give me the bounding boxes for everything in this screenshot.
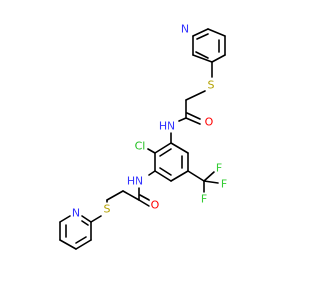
bond (81, 220, 89, 226)
atom-label-background (165, 119, 177, 133)
atom-label-background (125, 174, 137, 188)
atom-symbol: N (135, 175, 143, 188)
atom-label-N_amide2: N (133, 174, 145, 188)
atom-label-F2: F (219, 177, 229, 191)
atom-label-background (133, 139, 147, 153)
atom-label-background (157, 119, 169, 133)
atom-symbol: O (205, 116, 214, 129)
atom-symbol: O (151, 199, 160, 212)
atom-symbol: H (127, 175, 135, 188)
atom-label-background (214, 161, 224, 175)
atom-symbol: Cl (135, 140, 146, 153)
atom-label-O1: O (203, 115, 215, 129)
atom-label-S1: S (206, 78, 216, 92)
atom-label-background (133, 174, 145, 188)
bond (139, 194, 152, 202)
atom-symbol: N (72, 207, 80, 220)
atom-labels: N S O N H Cl N H F F F O (70, 22, 229, 220)
atom-label-background (149, 198, 161, 212)
atom-symbol: S (208, 79, 215, 92)
atom-symbol: S (104, 203, 111, 216)
bond (186, 112, 201, 120)
bond (148, 170, 156, 176)
bond (75, 236, 87, 244)
atom-label-background (70, 206, 82, 220)
bond (192, 54, 213, 63)
atom-label-O2: O (149, 198, 161, 212)
bond (106, 190, 124, 201)
bond (147, 148, 156, 154)
atom-label-background (102, 202, 112, 216)
chemical-structure: N S O N H Cl N H F F F O (59, 22, 229, 250)
bond (207, 28, 226, 37)
atom-symbol: F (216, 162, 222, 175)
bond (59, 239, 77, 250)
bond (81, 215, 92, 223)
atom-label-background (199, 192, 209, 206)
bond (122, 190, 140, 201)
bond (192, 28, 209, 37)
atom-symbol: F (221, 178, 227, 191)
atom-label-background (219, 177, 229, 191)
bond (154, 142, 172, 154)
bond (170, 170, 189, 182)
atom-label-S2: S (102, 202, 112, 216)
bond (185, 90, 206, 101)
bond (185, 117, 201, 125)
bond (170, 142, 189, 154)
atom-symbol: N (181, 23, 189, 36)
bond (211, 54, 226, 63)
bonds (59, 28, 226, 250)
bond (203, 180, 219, 184)
atom-label-N_pyr1: N (179, 22, 191, 36)
atom-symbol: F (201, 193, 207, 206)
bond (187, 170, 205, 182)
atom-label-N_amide1: N (165, 119, 177, 133)
atom-label-background (203, 115, 215, 129)
atom-label-Cl: Cl (133, 139, 147, 153)
atom-label-background (179, 22, 191, 36)
bond (203, 171, 215, 182)
atom-symbol: H (159, 120, 167, 133)
atom-label-H_amide2: H (125, 174, 137, 188)
atom-label-F3: F (199, 192, 209, 206)
bond (195, 51, 209, 59)
bond (75, 239, 92, 250)
bond (154, 170, 172, 182)
atom-label-F1: F (214, 161, 224, 175)
bond (90, 215, 102, 223)
atom-symbol: N (167, 120, 175, 133)
bond (159, 167, 172, 176)
bond (59, 215, 71, 223)
bond (178, 117, 187, 122)
atom-label-N_pyr2: N (70, 206, 82, 220)
atom-label-H_amide1: H (157, 119, 169, 133)
bond (196, 33, 209, 40)
atom-label-background (206, 78, 216, 92)
bond (159, 148, 172, 157)
bond (138, 199, 150, 207)
